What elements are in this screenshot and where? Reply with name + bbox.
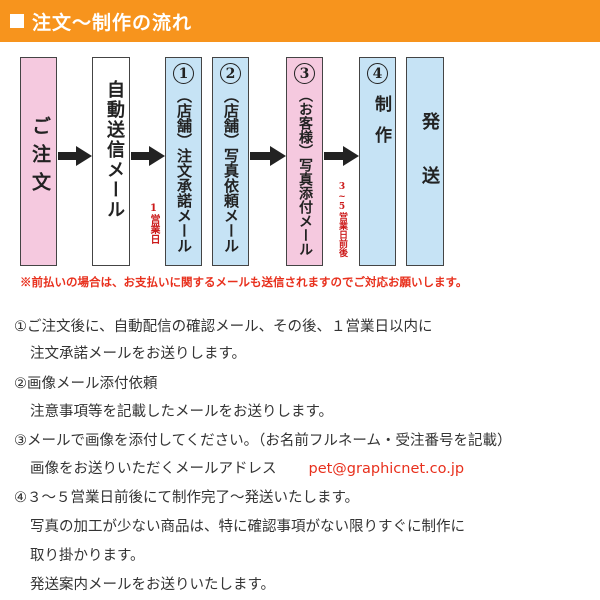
instruction-line: 注文承諾メールをお送りします。 [30,346,247,362]
step1-number-badge: 1 [173,63,194,84]
flow-box-auto-mail: 自動送信メール [92,57,130,266]
flow-box-step4-label: 制作 [371,95,391,157]
arrow-right-icon [250,146,286,166]
flow-box-order-label: ご注文 [29,116,51,200]
step1-timing-label: 1営業日 [148,203,159,244]
step3-timing-label: 3~5営業日前後 [337,182,347,257]
instruction-line: 注意事項等を記載したメールをお送りします。 [30,404,334,420]
instruction-line: ④３～５営業日前後にて制作完了～発送いたします。 [14,490,360,506]
flow-box-step1-label: （店舗）注文承諾メール [175,88,193,253]
step2-number-badge: 2 [220,63,241,84]
step3-number-badge: 3 [294,63,315,84]
instruction-line: 写真の加工が少ない商品は、特に確認事項がない限りすぐに制作に [30,519,465,535]
flow-box-auto-mail-label: 自動送信メール [104,80,125,220]
section-header: 注文～制作の流れ [0,0,600,42]
flow-box-order: ご注文 [20,57,57,266]
flow-box-step3: 3 （お客様）写真添付メール [286,57,323,266]
instruction-email-line: 画像をお送りいただくメールアドレス pet@graphicnet.co.jp [30,457,464,478]
flow-box-step1: 1 （店舗）注文承諾メール [165,57,202,266]
instruction-line: ②画像メール添付依頼 [14,376,158,392]
arrow-right-icon [58,146,92,166]
header-square-icon [10,14,24,28]
arrow-right-icon [324,146,359,166]
flow-box-ship-label: 発送 [419,112,440,220]
flow-box-step2: 2 （店舗）写真依頼メール [212,57,249,266]
step4-number-badge: 4 [367,63,388,84]
arrow-right-icon [131,146,165,166]
prepayment-note: ※前払いの場合は、お支払いに関するメールも送信されますのでご対応お願いします。 [20,275,468,289]
flow-box-step4: 4 制作 [359,57,396,266]
instruction-line: 取り掛かります。 [30,548,145,564]
email-address-label: 画像をお送りいただくメールアドレス [30,461,277,477]
email-address-link[interactable]: pet@graphicnet.co.jp [308,461,465,477]
instruction-line: ③メールで画像を添付してください。（お名前フルネーム・受注番号を記載） [14,433,512,449]
section-title: 注文～制作の流れ [32,11,193,34]
flow-box-step2-label: （店舗）写真依頼メール [222,88,240,253]
instruction-line: ①ご注文後に、自動配信の確認メール、その後、１営業日以内に [14,319,433,335]
flow-box-step3-label: （お客様）写真添付メール [297,88,313,256]
flow-box-ship: 発送 [406,57,444,266]
instruction-line: 発送案内メールをお送りいたします。 [30,577,276,593]
